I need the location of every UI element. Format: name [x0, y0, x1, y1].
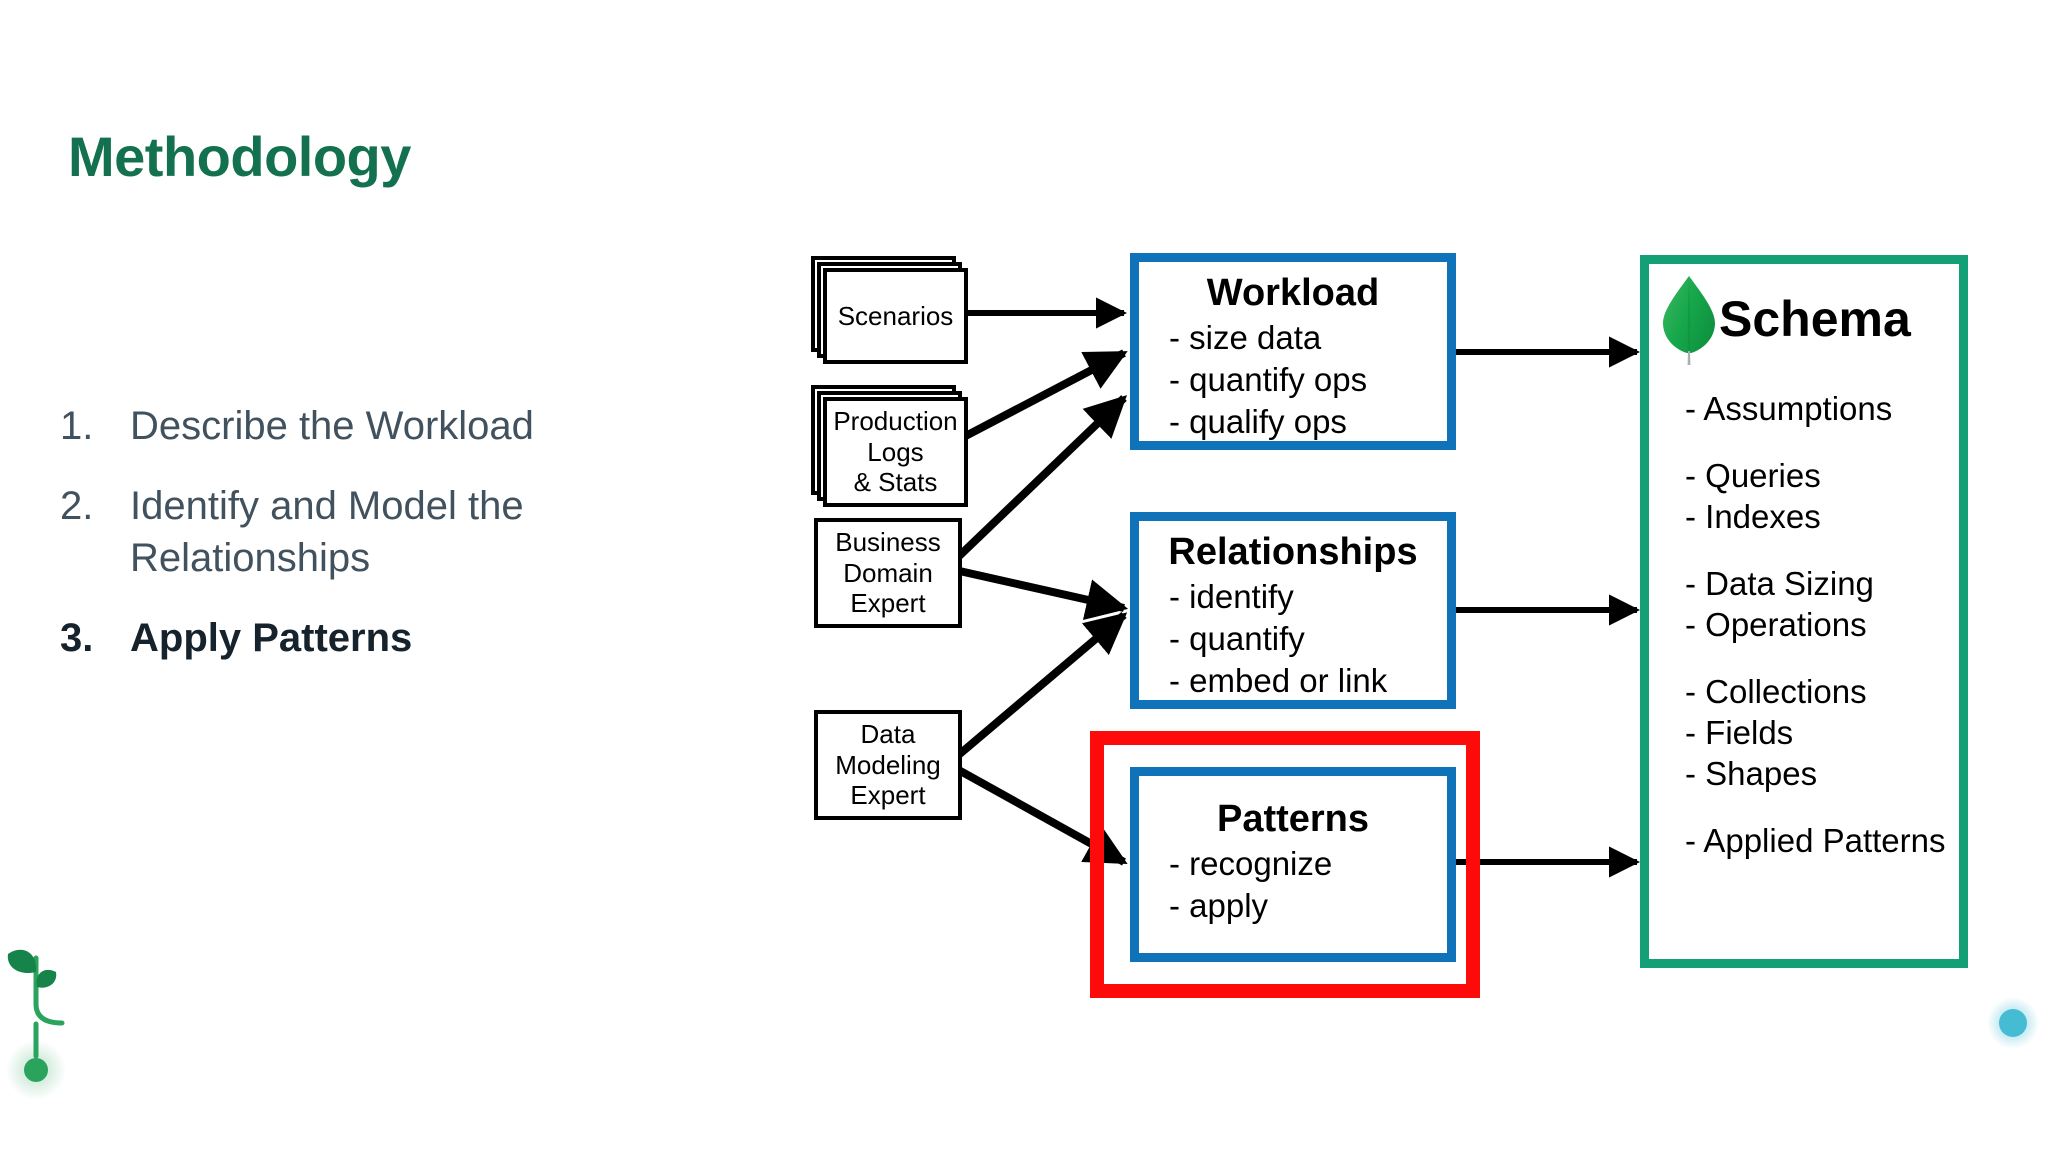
- input-box-scenarios[interactable]: Scenarios: [823, 268, 968, 364]
- schema-header: Schema: [1649, 264, 1959, 374]
- input-box-business-domain-expert[interactable]: Business Domain Expert: [814, 518, 962, 628]
- list-item-number: 2.: [60, 484, 94, 528]
- list-item-label: Describe the Workload: [130, 404, 534, 448]
- vine-dot-right: [1999, 1009, 2027, 1037]
- process-box-relationships-title: Relationships: [1168, 531, 1418, 573]
- input-box-data-modeling-expert[interactable]: Data Modeling Expert: [814, 710, 962, 820]
- arrow-production-logs-to-workload: [956, 349, 1128, 444]
- input-box-production-logs-label: Production Logs & Stats: [833, 405, 958, 498]
- highlight-frame-patterns: [1090, 731, 1480, 998]
- list-item-label: Identify and Model the Relationships: [130, 484, 524, 580]
- process-item: - identify: [1169, 577, 1294, 615]
- vine-stem: [33, 955, 65, 1026]
- process-box-patterns[interactable]: Patterns - recognize - apply: [1130, 767, 1456, 962]
- list-item: 1. Describe the Workload: [60, 400, 620, 452]
- schema-item-list: - Assumptions - Queries - Indexes - Data…: [1649, 388, 1959, 861]
- list-item: 2. Identify and Model the Relationships: [60, 480, 620, 584]
- list-item-number: 1.: [60, 404, 94, 448]
- input-box-business-domain-expert-label: Business Domain Expert: [835, 526, 941, 619]
- process-box-workload-title: Workload: [1206, 272, 1380, 314]
- process-item: - qualify ops: [1169, 403, 1347, 441]
- mongodb-leaf-icon: [1657, 273, 1721, 365]
- process-item: - quantify ops: [1169, 360, 1368, 398]
- input-box-production-logs[interactable]: Production Logs & Stats: [823, 397, 968, 507]
- output-box-schema[interactable]: Schema - Assumptions - Queries - Indexes…: [1640, 255, 1968, 968]
- process-item: - recognize: [1169, 844, 1333, 882]
- process-box-relationships[interactable]: Relationships - identify - quantify - em…: [1130, 512, 1456, 709]
- list-item-active: 3. Apply Patterns: [60, 612, 620, 664]
- process-box-relationships-items: - identify - quantify - embed or link: [1139, 576, 1447, 703]
- sprout-decoration: [6, 949, 2039, 1100]
- schema-item: - Shapes: [1685, 755, 1818, 792]
- leaf-right-icon: [36, 969, 57, 988]
- process-item: - embed or link: [1169, 662, 1388, 700]
- process-item: - apply: [1169, 886, 1269, 924]
- leaf-left-icon: [7, 949, 37, 974]
- list-item-number: 3.: [60, 616, 94, 660]
- process-box-workload[interactable]: Workload - size data - quantify ops - qu…: [1130, 253, 1456, 450]
- arrow-business-expert-to-relationships: [954, 566, 1129, 621]
- schema-item: - Data Sizing: [1685, 565, 1874, 602]
- input-box-scenarios-label: Scenarios: [837, 300, 954, 331]
- arrow-data-expert-to-relationships: [952, 611, 1128, 762]
- process-box-workload-items: - size data - quantify ops - qualify ops: [1139, 317, 1447, 444]
- vine-dot-left: [24, 1058, 48, 1082]
- methodology-step-list: 1. Describe the Workload 2. Identify and…: [60, 400, 620, 692]
- page-title: Methodology: [68, 125, 411, 188]
- schema-item: - Fields: [1685, 714, 1794, 751]
- schema-item: - Assumptions: [1685, 390, 1893, 427]
- output-box-schema-title: Schema: [1719, 291, 1911, 347]
- arrow-business-expert-to-workload: [952, 395, 1128, 563]
- schema-item: - Indexes: [1685, 498, 1821, 535]
- process-item: - size data: [1169, 318, 1322, 356]
- process-box-patterns-title: Patterns: [1216, 798, 1370, 840]
- input-box-data-modeling-expert-label: Data Modeling Expert: [835, 718, 941, 811]
- schema-item: - Operations: [1685, 606, 1867, 643]
- process-item: - quantify: [1169, 619, 1305, 657]
- process-box-patterns-items: - recognize - apply: [1139, 843, 1447, 927]
- schema-item: - Collections: [1685, 673, 1867, 710]
- schema-item: - Queries: [1685, 457, 1821, 494]
- list-item-label: Apply Patterns: [130, 616, 413, 660]
- schema-item: - Applied Patterns: [1685, 822, 1946, 859]
